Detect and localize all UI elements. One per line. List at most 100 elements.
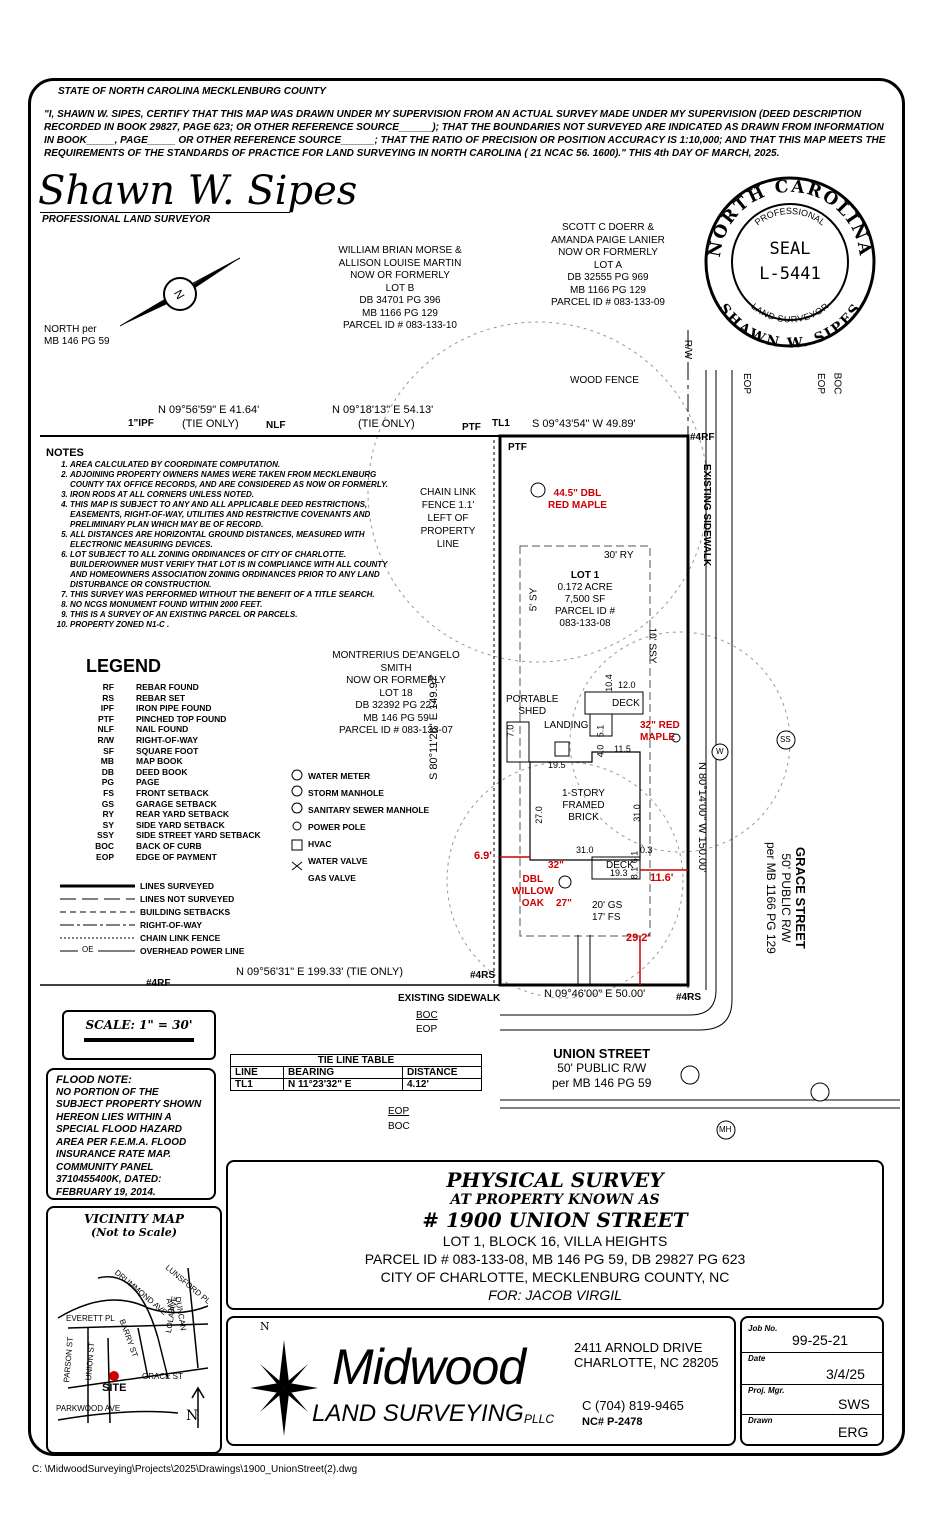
address-line: CHARLOTTE, NC 28205	[574, 1355, 719, 1370]
owner-line: SMITH	[380, 662, 412, 674]
sidewalk-vertical-label: EXISTING SIDEWALK	[701, 464, 712, 567]
company-name: Midwood	[332, 1339, 526, 1395]
owner-line: AMANDA PAIGE LANIER	[551, 234, 665, 246]
owner-line: NOW OR FORMERLY	[558, 247, 658, 258]
owner-line: MB 1166 PG 129	[570, 284, 646, 296]
wood-fence-label: WOOD FENCE	[570, 375, 639, 386]
legend-code: DB	[101, 766, 114, 777]
tie-header: LINE	[230, 1066, 284, 1079]
red-maple-small-label: 32" RED MAPLE	[640, 720, 680, 744]
deck-bottom-label: DECK	[606, 860, 634, 871]
owner-line: NOW OR FORMERLY	[350, 270, 450, 281]
owner-lot-b: WILLIAM BRIAN MORSE & ALLISON LOUISE MAR…	[320, 245, 480, 333]
dim-31-0-side: 31.0	[631, 804, 642, 822]
north-arrow-icon: N	[119, 257, 241, 327]
survey-parcel: PARCEL ID # 083-133-08, MB 146 PG 59, DB…	[364, 1251, 746, 1267]
shed-line: SHED	[518, 706, 547, 717]
job-divider	[742, 1352, 882, 1353]
legend-code: GS	[101, 798, 114, 809]
boc-bottom: BOC	[416, 1010, 438, 1021]
legend-lines: LINES SURVEYED LINES NOT SURVEYED BUILDI…	[140, 880, 244, 958]
job-label: Job No.	[748, 1324, 778, 1333]
dim-27-0: 27.0	[533, 806, 544, 824]
tie-cell: 4.12'	[402, 1078, 482, 1091]
rs-corner-left: #4RS	[470, 970, 496, 981]
title-block: PHYSICAL SURVEY AT PROPERTY KNOWN AS # 1…	[226, 1160, 884, 1310]
seal-number: L-5441	[759, 264, 820, 284]
water-meter-icon: W	[716, 747, 724, 756]
legend-code: IPF	[100, 703, 114, 714]
flood-text: NO PORTION OF THE SUBJECT PROPERTY SHOWN…	[56, 1086, 202, 1198]
legend-symbols: WATER METER STORM MANHOLE SANITARY SEWER…	[308, 768, 429, 887]
house-line: BRICK	[568, 812, 599, 823]
vic-site: SITE	[102, 1382, 127, 1394]
tie-cell: N 11°23'32" E	[283, 1078, 403, 1091]
house-line: 1-STORY	[562, 788, 605, 799]
legend-desc: NAIL FOUND	[136, 724, 189, 735]
lot-line: 7,500 SF	[564, 594, 606, 605]
legend-row: MB MAP BOOK	[56, 756, 261, 767]
note-item: ADJOINING PROPERTY OWNERS NAMES WERE TAK…	[70, 470, 391, 490]
owner-line: PARCEL ID # 083-133-07	[339, 725, 453, 736]
legend-oe: OE	[82, 945, 94, 954]
boc-lower: BOC	[388, 1121, 410, 1132]
survey-title: PHYSICAL SURVEY	[446, 1168, 664, 1192]
legend-desc: RIGHT-OF-WAY	[136, 734, 199, 745]
garage-setback-label: 20' GS	[592, 900, 623, 911]
survey-subtitle: AT PROPERTY KNOWN AS	[450, 1192, 660, 1208]
legend-desc: SIDE STREET YARD SETBACK	[136, 830, 261, 841]
willow-oak-label: DBL WILLOW OAK	[512, 874, 554, 910]
owner-line: MB 1166 PG 129	[362, 307, 438, 319]
notes-section: NOTES AREA CALCULATED BY COORDINATE COMP…	[46, 448, 391, 630]
file-path: C: \MidwoodSurveying\Projects\2025\Drawi…	[32, 1464, 358, 1475]
owner-line: LOT 18	[379, 687, 413, 699]
vic-street: PARKWOOD AVE	[56, 1404, 121, 1413]
south-line-bearing: N 09°46'00" E 50.00'	[544, 988, 646, 1000]
legend-title: LEGEND	[86, 656, 162, 676]
surveyor-signature: Shawn W. Sipes	[38, 168, 358, 214]
project-manager: SWS	[838, 1396, 870, 1412]
dim-11-5: 11.5	[614, 744, 631, 754]
owner-line: LOT A	[593, 259, 623, 271]
note-line: LEFT OF	[427, 513, 469, 524]
legend-code: BOC	[95, 840, 114, 851]
tie-table-title: TIE LINE TABLE	[230, 1054, 482, 1067]
owner-line: DB 34701 PG 396	[359, 295, 441, 306]
north-line-bearing: S 09°43'54" W 49.89'	[532, 418, 636, 430]
vicinity-streets	[57, 1267, 209, 1428]
company-contact: C (704) 819-9465 NC# P-2478	[582, 1398, 684, 1430]
owner-line: DB 32555 PG 969	[567, 272, 649, 283]
drawn-by: ERG	[838, 1424, 869, 1440]
landing-label: LANDING	[544, 720, 589, 731]
note-item: PROPERTY ZONED N1-C .	[70, 620, 391, 630]
grace-street-label: GRACE STREET 50' PUBLIC R/W per MB 1166 …	[763, 842, 808, 954]
dim-4-0: 4.0	[595, 744, 606, 758]
street-line: 50' PUBLIC R/W	[557, 1061, 647, 1075]
tie-header: DISTANCE	[402, 1066, 482, 1079]
note-item: THIS SURVEY WAS PERFORMED WITHOUT THE BE…	[70, 590, 391, 600]
drawn-label: Drawn	[748, 1416, 773, 1425]
rear-yard-label: 30' RY	[604, 550, 634, 561]
owner-line: DB 32392 PG 227	[355, 700, 437, 711]
note-line: PROPERTY	[420, 526, 476, 537]
legend-code: MB	[100, 756, 114, 767]
legend-code: SF	[103, 745, 114, 756]
side-yard-label: 5' SY	[528, 587, 540, 612]
seal-word: SEAL	[770, 239, 811, 259]
signature-title: PROFESSIONAL LAND SURVEYOR	[42, 214, 211, 225]
certification-text: "I, SHAWN W. SIPES, CERTIFY THAT THIS MA…	[44, 109, 886, 159]
legend-desc: REAR YARD SETBACK	[136, 809, 230, 820]
owner-line: NOW OR FORMERLY	[346, 675, 446, 686]
legend-symbol-desc: GAS VALVE	[308, 873, 356, 883]
dim-31-0-bottom: 31.0	[576, 845, 594, 855]
dim-19-3: 19.3	[610, 868, 628, 878]
legend-desc: MAP BOOK	[136, 756, 183, 767]
owner-line: SCOTT C DOERR &	[561, 222, 655, 233]
legend-desc: PAGE	[136, 777, 160, 788]
